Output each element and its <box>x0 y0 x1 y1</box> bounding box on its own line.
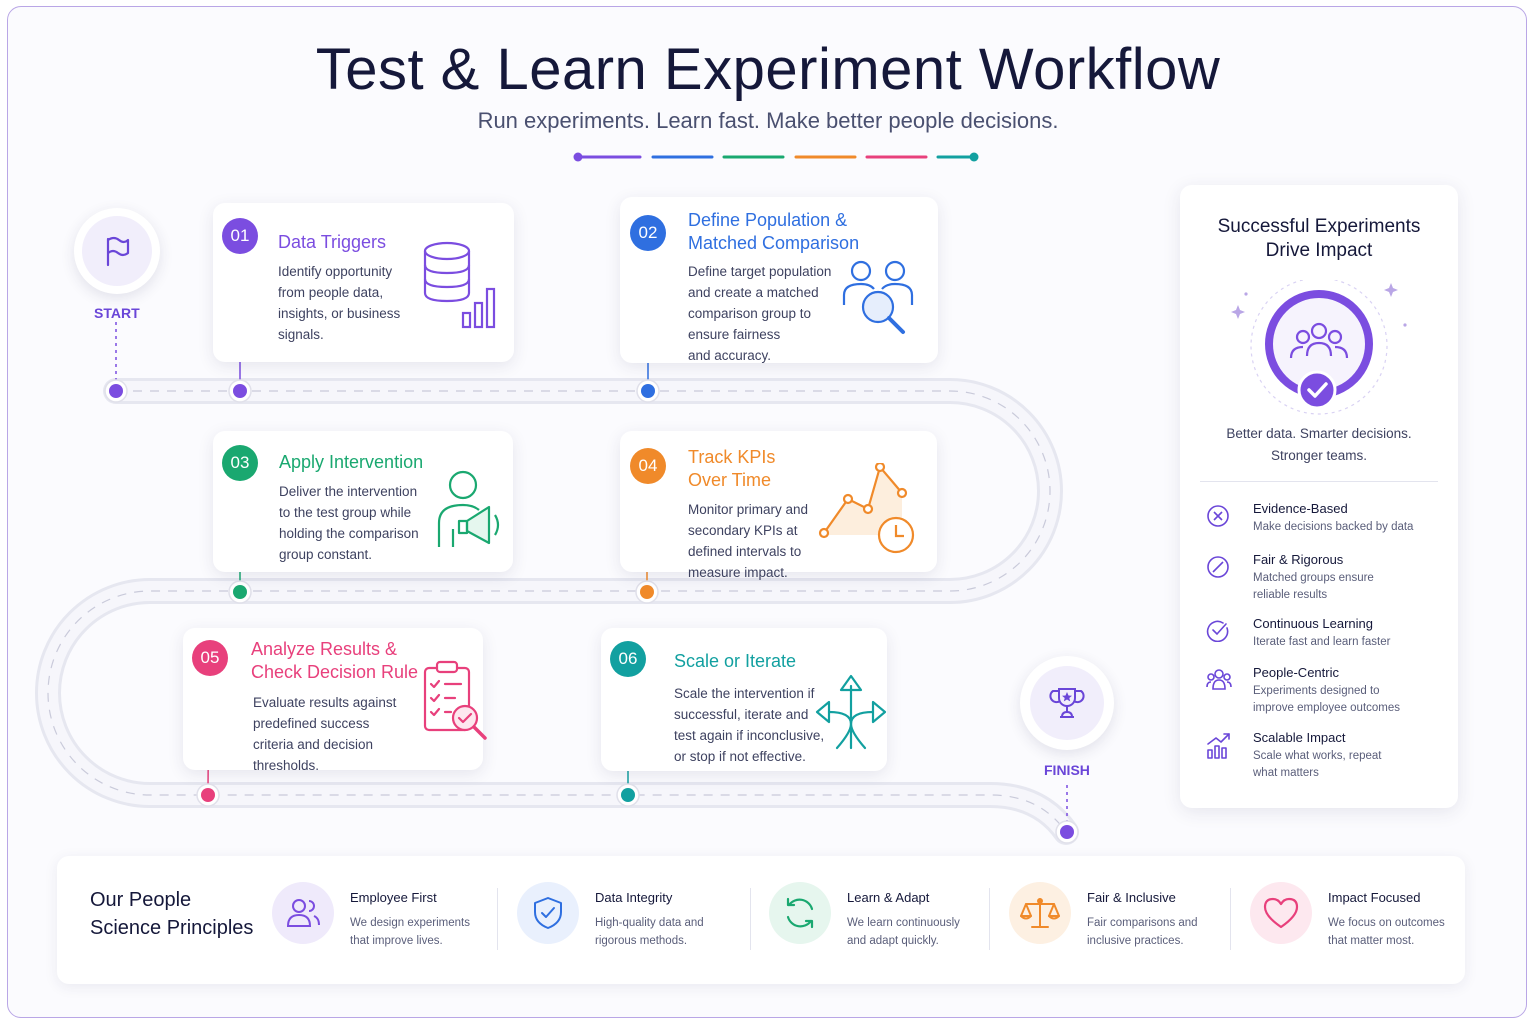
step-number-badge: 05 <box>192 640 228 676</box>
scales-icon <box>1020 898 1060 928</box>
principle-title: Data Integrity <box>595 890 673 905</box>
page-subtitle: Run experiments. Learn fast. Make better… <box>477 108 1059 133</box>
step-number-badge: 01 <box>222 218 258 254</box>
step-number-badge: 06 <box>610 641 646 677</box>
benefit-description: Matched groups ensure reliable results <box>1253 572 1374 601</box>
principles-heading: Our People Science Principles <box>90 889 254 939</box>
principle-divider <box>497 888 498 950</box>
step-description: Evaluate results against predefined succ… <box>253 695 397 773</box>
people-icon <box>1206 669 1232 690</box>
step-title: Define Population & Matched Comparison <box>688 210 860 253</box>
principle-fair-inclusive: Fair & Inclusive Fair comparisons and in… <box>1009 880 1249 960</box>
flag-icon <box>106 236 130 267</box>
database-chart-icon <box>423 241 496 329</box>
principle-title: Impact Focused <box>1328 890 1421 905</box>
trophy-icon <box>1049 688 1085 718</box>
benefit-title: Evidence-Based <box>1253 501 1348 516</box>
principle-description: High-quality data and rigorous methods. <box>595 917 704 947</box>
balance-circle-icon <box>1207 556 1229 578</box>
trend-clock-icon <box>818 463 915 554</box>
principle-title: Employee First <box>350 890 437 905</box>
title-accent-bar <box>573 152 979 162</box>
step-description: Monitor primary and secondary KPIs at de… <box>688 502 809 580</box>
impact-panel-title: Successful Experiments Drive Impact <box>1217 216 1421 261</box>
step-card-04: 04 Track KPIs Over Time Monitor primary … <box>620 431 937 580</box>
start-label: START <box>94 305 140 321</box>
step-title: Track KPIs Over Time <box>688 447 776 490</box>
step-card-03: 03 Apply Intervention Deliver the interv… <box>213 431 513 572</box>
benefit-description: Experiments designed to improve employee… <box>1253 685 1401 714</box>
refresh-icon <box>786 897 814 929</box>
principle-divider <box>750 888 751 950</box>
heart-icon <box>1263 897 1299 929</box>
team-check-icon <box>1231 280 1407 415</box>
impact-panel: Successful Experiments Drive Impact Bett… <box>1180 185 1458 808</box>
principles-bar: Our People Science Principles Employee F… <box>57 856 1465 984</box>
principle-employee-first: Employee First We design experiments tha… <box>272 880 512 960</box>
principle-description: Fair comparisons and inclusive practices… <box>1087 917 1198 947</box>
principle-description: We focus on outcomes that matter most. <box>1328 917 1445 947</box>
principle-description: We design experiments that improve lives… <box>350 917 470 947</box>
principle-title: Learn & Adapt <box>847 890 930 905</box>
principle-learn-adapt: Learn & Adapt We learn continuously and … <box>769 880 1009 960</box>
step-card-02: 02 Define Population & Matched Compariso… <box>620 197 938 363</box>
page-title: Test & Learn Experiment Workflow <box>315 37 1221 102</box>
step-card-06: 06 Scale or Iterate Scale the interventi… <box>601 628 887 771</box>
benefit-title: Fair & Rigorous <box>1253 552 1344 567</box>
step-number-badge: 04 <box>630 448 666 484</box>
step-title: Analyze Results & Check Decision Rule <box>251 639 419 682</box>
step-title: Apply Intervention <box>279 452 424 472</box>
growth-chart-icon <box>1207 733 1230 759</box>
people-search-icon <box>842 260 914 334</box>
principle-data-integrity: Data Integrity High-quality data and rig… <box>517 880 757 960</box>
principle-impact-focused: Impact Focused We focus on outcomes that… <box>1250 880 1490 960</box>
step-number-badge: 02 <box>630 215 666 251</box>
step-title: Data Triggers <box>278 232 387 252</box>
finish-label: FINISH <box>1044 762 1090 778</box>
step-number-badge: 03 <box>222 445 258 481</box>
target-icon <box>1207 505 1229 527</box>
impact-panel-divider <box>1200 481 1438 482</box>
clipboard-search-icon <box>423 660 487 740</box>
benefit-title: Continuous Learning <box>1253 616 1373 631</box>
benefit-title: Scalable Impact <box>1253 730 1346 745</box>
road-markers <box>104 379 1079 844</box>
principle-title: Fair & Inclusive <box>1087 890 1176 905</box>
benefit-description: Make decisions backed by data <box>1253 521 1414 533</box>
branching-arrows-icon <box>815 674 887 750</box>
step-description: Deliver the intervention to the test gro… <box>279 484 419 562</box>
finish-node <box>1020 656 1114 750</box>
benefit-title: People-Centric <box>1253 665 1339 680</box>
step-card-05: 05 Analyze Results & Check Decision Rule… <box>183 628 487 773</box>
people-icon <box>286 899 320 927</box>
step-card-01: 01 Data Triggers Identify opportunity fr… <box>213 203 514 362</box>
person-megaphone-icon <box>437 470 500 547</box>
principle-divider <box>989 888 990 950</box>
step-description: Define target population and create a ma… <box>688 264 832 363</box>
impact-panel-tagline: Better data. Smarter decisions. Stronger… <box>1226 426 1412 463</box>
check-circle-icon <box>1206 620 1229 642</box>
step-description: Scale the intervention if successful, it… <box>674 686 825 764</box>
start-node <box>74 208 160 294</box>
benefit-description: Scale what works, repeat what matters <box>1253 750 1382 779</box>
step-title: Scale or Iterate <box>674 651 797 671</box>
benefit-description: Iterate fast and learn faster <box>1253 636 1391 648</box>
principle-divider <box>1230 888 1231 950</box>
principle-description: We learn continuously and adapt quickly. <box>847 917 960 947</box>
shield-check-icon <box>534 897 562 929</box>
step-description: Identify opportunity from people data, i… <box>278 264 401 342</box>
